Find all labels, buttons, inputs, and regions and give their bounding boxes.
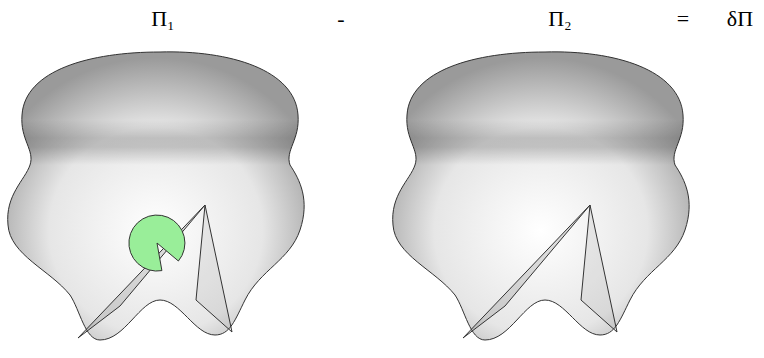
formula-term: Π₂ [548, 6, 572, 32]
formula-term: Π₁ [151, 6, 175, 32]
formula-term: - [337, 6, 344, 32]
green-disc [129, 215, 185, 271]
cracked-body [385, 52, 695, 340]
formula-term: = [677, 6, 689, 32]
cracked-body [0, 52, 310, 340]
formula-term: δΠ [727, 6, 753, 32]
